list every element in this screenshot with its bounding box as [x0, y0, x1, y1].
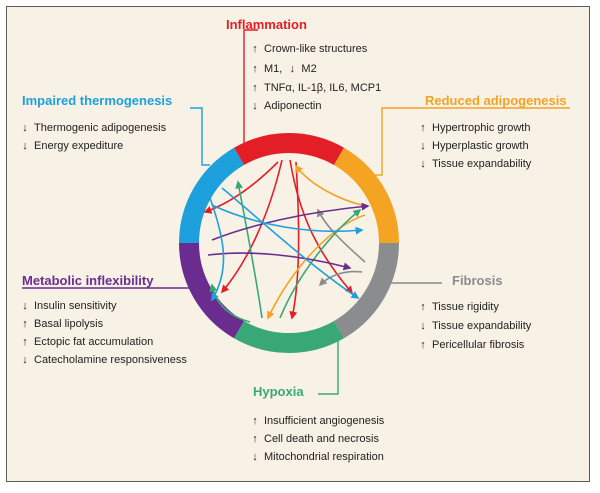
up-arrow-icon: ↑	[22, 336, 28, 348]
ring-segment-metabolic-inflexibility	[179, 242, 245, 339]
interaction-arrow-reduced-adipogenesis	[295, 164, 363, 206]
metabolic-inflexibility-item-3: ↑Ectopic fat accumulation	[20, 336, 153, 349]
fibrosis-title: Fibrosis	[452, 273, 503, 288]
reduced-adipogenesis-title: Reduced adipogenesis	[425, 93, 567, 108]
interaction-arrow-hypoxia	[279, 209, 362, 319]
metabolic-inflexibility-title: Metabolic inflexibility	[22, 273, 154, 288]
down-arrow-icon: ↓	[289, 63, 296, 75]
down-arrow-icon: ↓	[420, 140, 426, 152]
fibrosis-item-3: ↑Pericellular fibrosis	[418, 339, 524, 352]
down-arrow-icon: ↓	[22, 300, 28, 312]
up-arrow-icon: ↑	[420, 301, 426, 313]
up-arrow-icon: ↑	[252, 43, 258, 55]
section-connectors	[22, 29, 570, 395]
reduced-adipogenesis-item-3: ↓Tissue expandability	[418, 158, 531, 171]
interaction-arrow-impaired-thermogenesis	[211, 204, 364, 235]
up-arrow-icon: ↑	[22, 318, 28, 330]
interaction-arrow-inflammation	[220, 159, 283, 294]
impaired-thermogenesis-item-2: ↓Energy expediture	[20, 140, 123, 153]
ring-segment-fibrosis	[333, 242, 399, 339]
up-arrow-icon: ↑	[252, 63, 258, 75]
connector-impaired-thermogenesis	[190, 107, 210, 166]
interaction-arrow-fibrosis	[318, 270, 363, 287]
metabolic-inflexibility-item-1: ↓Insulin sensitivity	[20, 300, 116, 313]
interaction-arrow-reduced-adipogenesis	[267, 214, 366, 320]
metabolic-inflexibility-item-2: ↑Basal lipolysis	[20, 318, 103, 331]
hypoxia-title: Hypoxia	[253, 384, 304, 399]
hypoxia-item-1: ↑Insufficient angiogenesis	[250, 415, 384, 428]
inflammation-title: Inflammation	[226, 17, 307, 32]
connector-inflammation	[243, 29, 258, 150]
interaction-arrow-hypoxia	[235, 180, 263, 319]
ring-segment-impaired-thermogenesis	[179, 147, 245, 244]
fibrosis-item-2: ↓Tissue expandability	[418, 320, 531, 333]
inflammation-item-2: ↑M1, ↓M2	[250, 63, 316, 76]
down-arrow-icon: ↓	[22, 140, 28, 152]
inflammation-item-3: ↑TNFα, IL-1β, IL6, MCP1	[250, 82, 381, 95]
down-arrow-icon: ↓	[420, 158, 426, 170]
reduced-adipogenesis-item-1: ↑Hypertrophic growth	[418, 122, 530, 135]
interaction-arrow-metabolic-inflexibility	[211, 202, 370, 241]
interaction-arrow-metabolic-inflexibility	[207, 252, 352, 271]
impaired-thermogenesis-title: Impaired thermogenesis	[22, 93, 173, 108]
interaction-arrow-impaired-thermogenesis	[209, 197, 225, 302]
interaction-arrow-inflammation	[203, 161, 279, 214]
reduced-adipogenesis-item-2: ↓Hyperplastic growth	[418, 140, 528, 153]
up-arrow-icon: ↑	[420, 339, 426, 351]
ring-segment-hypoxia	[234, 320, 344, 353]
down-arrow-icon: ↓	[252, 451, 258, 463]
interaction-arrows	[203, 159, 370, 323]
connector-hypoxia	[318, 340, 339, 395]
hypoxia-item-3: ↓Mitochondrial respiration	[250, 451, 384, 464]
up-arrow-icon: ↑	[420, 122, 426, 134]
ring	[179, 133, 399, 353]
inflammation-item-1: ↑Crown-like structures	[250, 43, 367, 56]
interaction-arrow-impaired-thermogenesis	[221, 187, 360, 299]
inflammation-item-4: ↓Adiponectin	[250, 100, 321, 113]
down-arrow-icon: ↓	[420, 320, 426, 332]
up-arrow-icon: ↑	[252, 415, 258, 427]
up-arrow-icon: ↑	[252, 82, 258, 94]
metabolic-inflexibility-item-4: ↓Catecholamine responsiveness	[20, 354, 187, 367]
hypoxia-item-2: ↑Cell death and necrosis	[250, 433, 379, 446]
down-arrow-icon: ↓	[252, 100, 258, 112]
interaction-arrow-inflammation	[289, 159, 354, 295]
ring-segment-inflammation	[234, 133, 344, 166]
fibrosis-item-1: ↑Tissue rigidity	[418, 301, 499, 314]
down-arrow-icon: ↓	[22, 354, 28, 366]
down-arrow-icon: ↓	[22, 122, 28, 134]
ring-segment-reduced-adipogenesis	[333, 147, 399, 244]
interaction-arrow-inflammation	[289, 161, 300, 320]
impaired-thermogenesis-item-1: ↓Thermogenic adipogenesis	[20, 122, 166, 135]
interaction-arrow-hypoxia	[209, 283, 251, 323]
up-arrow-icon: ↑	[252, 433, 258, 445]
connector-reduced-adipogenesis	[372, 107, 570, 176]
